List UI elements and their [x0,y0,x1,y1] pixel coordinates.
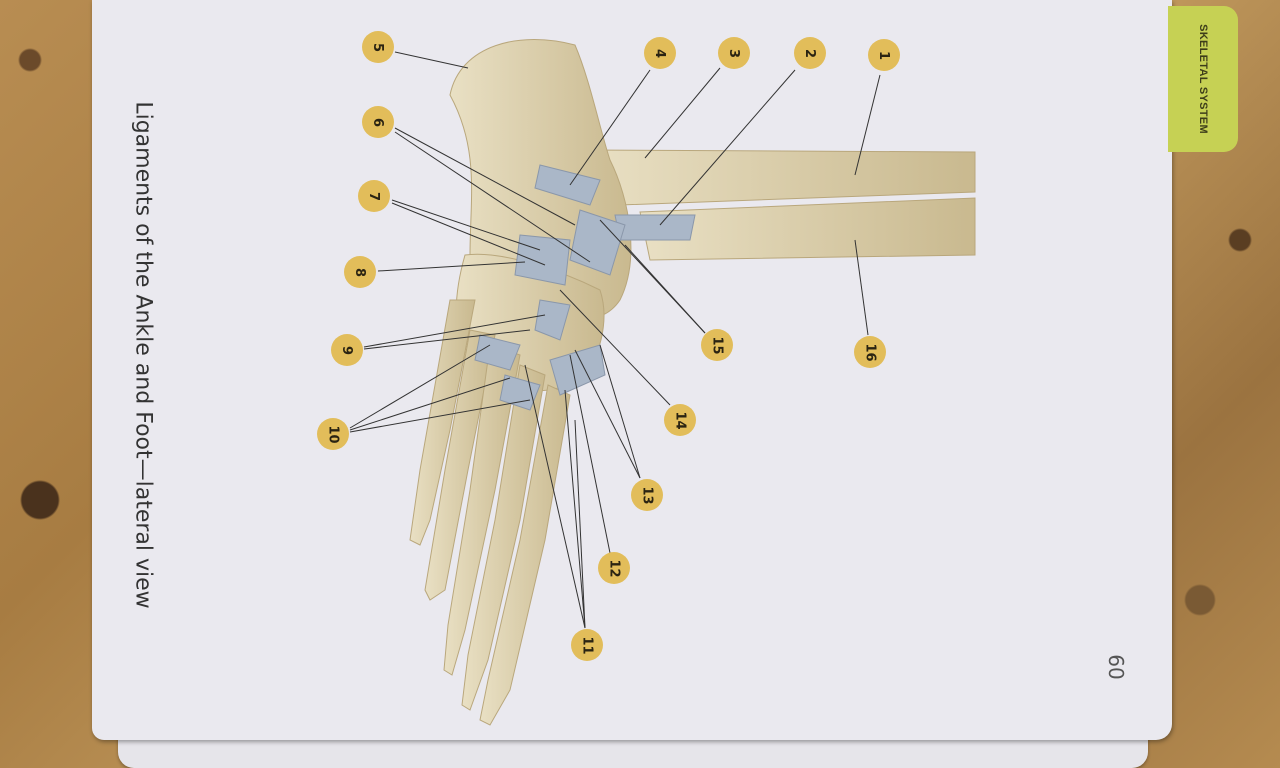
leader-lines [349,51,881,629]
callout-6: 6 [362,106,394,138]
callout-12: 12 [598,552,630,584]
callout-13: 13 [631,479,663,511]
section-tab [1168,6,1238,152]
callout-2: 2 [794,37,826,69]
callout-7: 7 [358,180,390,212]
callout-4: 4 [644,37,676,69]
callout-16: 16 [854,336,886,368]
callout-11: 11 [571,629,603,661]
callout-10: 10 [317,418,349,450]
callout-1: 1 [868,39,900,71]
ligaments [474,164,696,411]
flashcard [92,0,1172,740]
callout-14: 14 [664,404,696,436]
callout-5: 5 [362,31,394,63]
leg-bones [584,149,976,261]
callout-8: 8 [344,256,376,288]
callout-3: 3 [718,37,750,69]
callout-15: 15 [701,329,733,361]
callout-9: 9 [331,334,363,366]
